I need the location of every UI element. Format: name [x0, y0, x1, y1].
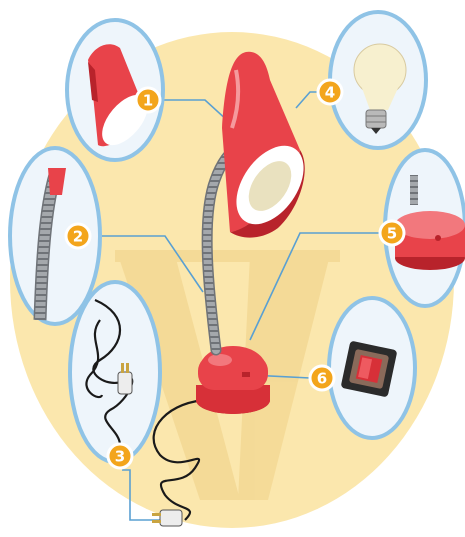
- detail-circle-4: [330, 12, 426, 148]
- badge-5-label: 5: [387, 225, 397, 243]
- badge-4-label: 4: [325, 84, 335, 102]
- badge-6-label: 6: [317, 370, 327, 388]
- badge-1: 1: [136, 88, 160, 112]
- badge-2: 2: [66, 224, 90, 248]
- badge-1-label: 1: [143, 92, 153, 110]
- detail-circle-3: [70, 282, 160, 462]
- detail-circle-6: [329, 298, 415, 438]
- badge-6: 6: [310, 366, 334, 390]
- badge-4: 4: [318, 80, 342, 104]
- badge-3-label: 3: [115, 448, 125, 466]
- badge-5: 5: [380, 221, 404, 245]
- badge-2-label: 2: [73, 228, 83, 246]
- badge-3: 3: [108, 444, 132, 468]
- lamp-switch: [242, 372, 250, 377]
